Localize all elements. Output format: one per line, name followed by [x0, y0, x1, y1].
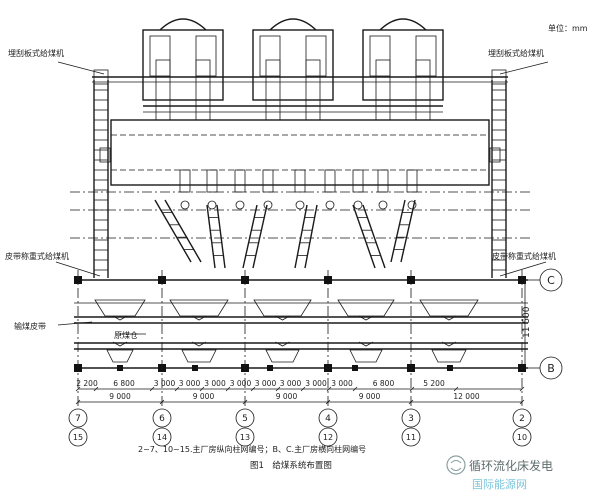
label-belt-feeder-right: 皮带称重式给煤机 — [492, 251, 556, 261]
column-label-top: 6 — [159, 414, 165, 424]
scraper-feeder-line — [92, 69, 508, 85]
watermark: 循环流化床发电 国际能源网 — [446, 455, 553, 491]
dim-bottom-label: 9 000 — [193, 392, 215, 401]
row-label-b: B — [547, 362, 555, 375]
watermark-icon — [446, 455, 466, 475]
dim-top-label: 3 000 — [331, 379, 353, 388]
column-label-top: 4 — [325, 414, 331, 424]
column-label-top: 5 — [242, 414, 248, 424]
figure-title: 图1 给煤系统布置图 — [250, 460, 332, 471]
row-spacing-dim: 11 500 — [522, 306, 532, 338]
dim-top-label: 3 000 — [204, 379, 226, 388]
column-label-bottom: 13 — [240, 433, 250, 442]
dim-top-label: 3 000 — [305, 379, 327, 388]
top-machine-groups — [142, 18, 444, 121]
label-leaders — [55, 61, 549, 335]
column-label-top: 2 — [519, 414, 525, 424]
column-label-bottom: 10 — [517, 433, 527, 442]
column-label-bottom: 11 — [406, 433, 416, 442]
column-markers — [74, 270, 526, 408]
column-label-bottom: 12 — [323, 433, 333, 442]
column-axis-bubbles: 7 15 6 14 5 13 4 12 3 11 2 10 — [68, 408, 532, 447]
dim-bottom-label: 9 000 — [109, 392, 131, 401]
label-belt-feeder-left: 皮带称重式给煤机 — [5, 251, 69, 261]
dim-top-label: 3 000 — [179, 379, 201, 388]
dim-top-label: 6 800 — [113, 379, 135, 388]
dim-top-label: 6 800 — [373, 379, 395, 388]
row-label-c: C — [547, 274, 555, 287]
dim-top-label: 5 200 — [423, 379, 445, 388]
grid-dashed-lines — [70, 191, 530, 239]
caption-note: 2~7、10~15.主厂房纵向柱网编号；B、C.主厂房横向柱网编号 — [138, 444, 366, 454]
dim-top-label: 3 000 — [154, 379, 176, 388]
label-scraper-feeder-right: 埋刮板式给煤机 — [488, 48, 544, 58]
conveyor-zone — [74, 279, 528, 369]
column-label-top: 3 — [408, 414, 414, 424]
dim-bottom-label: 9 000 — [276, 392, 298, 401]
dim-top-label: 3 000 — [255, 379, 277, 388]
dims-bottom-row: 9 000 9 000 9 000 9 000 12 000 — [75, 392, 525, 405]
watermark-line1: 循环流化床发电 — [469, 458, 553, 473]
label-scraper-feeder-left: 埋刮板式给煤机 — [8, 48, 64, 58]
column-label-top: 7 — [75, 414, 81, 424]
central-bunker — [99, 119, 501, 186]
dim-bottom-label: 9 000 — [359, 392, 381, 401]
unit-label: 单位：mm — [548, 23, 588, 33]
bottom-hoppers — [94, 299, 479, 363]
column-label-bottom: 15 — [73, 433, 83, 442]
label-conveyor: 输煤皮带 — [14, 321, 46, 331]
label-raw-coal-bunker: 原煤仓 — [114, 330, 138, 340]
vertical-ladders — [93, 80, 507, 278]
column-label-bottom: 14 — [157, 433, 167, 442]
feeder-pipes — [179, 169, 418, 210]
dim-top-label: 2 200 — [76, 379, 98, 388]
watermark-line2: 国际能源网 — [472, 477, 527, 491]
dim-top-label: 3 000 — [280, 379, 302, 388]
dim-top-label: 3 000 — [230, 379, 252, 388]
row-axis-bubbles: C B 11 500 — [522, 268, 563, 380]
dim-bottom-label: 12 000 — [453, 392, 479, 401]
inclined-chutes — [154, 199, 416, 269]
